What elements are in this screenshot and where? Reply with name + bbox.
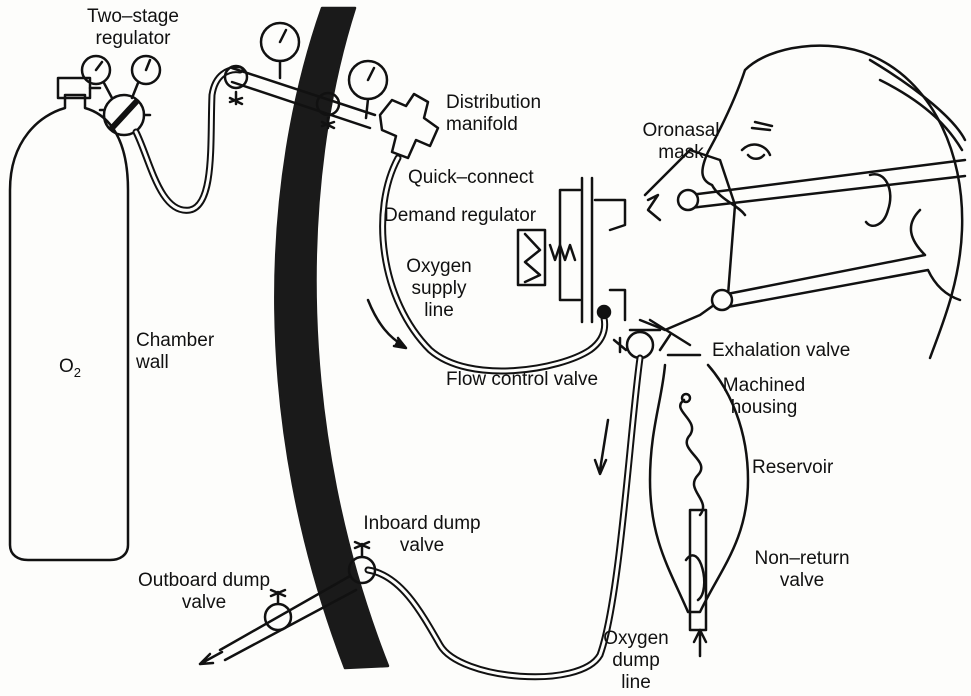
- label-inboard-dump-valve: Inboard dump valve: [352, 513, 492, 557]
- label-exhalation-valve: Exhalation valve: [712, 340, 850, 362]
- label-oxygen-supply-line: Oxygen supply line: [384, 256, 494, 322]
- demand-regulator: [518, 178, 625, 322]
- oxygen-cylinder: [10, 78, 128, 560]
- label-non-return-valve: Non–return valve: [742, 548, 862, 592]
- supply-hose: [136, 70, 240, 211]
- label-distribution-manifold: Distribution manifold: [446, 92, 541, 136]
- label-cylinder-o2: O2: [50, 356, 90, 384]
- non-return-valve: [686, 510, 706, 656]
- label-reservoir: Reservoir: [752, 457, 833, 479]
- label-outboard-dump-valve: Outboard dump valve: [124, 570, 284, 614]
- regulator: [82, 56, 160, 135]
- label-two-stage-regulator: Two–stage regulator: [58, 6, 208, 50]
- label-chamber-wall: Chamber wall: [136, 330, 214, 374]
- label-oxygen-dump-line: Oxygen dump line: [596, 628, 676, 694]
- distribution-manifold: [380, 94, 438, 158]
- label-quick-connect: Quick–connect: [408, 167, 534, 189]
- label-demand-regulator: Demand regulator: [384, 205, 536, 227]
- label-flow-control-valve: Flow control valve: [446, 369, 598, 391]
- label-machined-housing: Machined housing: [714, 375, 814, 419]
- label-oronasal-mask: Oronasal mask: [626, 120, 736, 164]
